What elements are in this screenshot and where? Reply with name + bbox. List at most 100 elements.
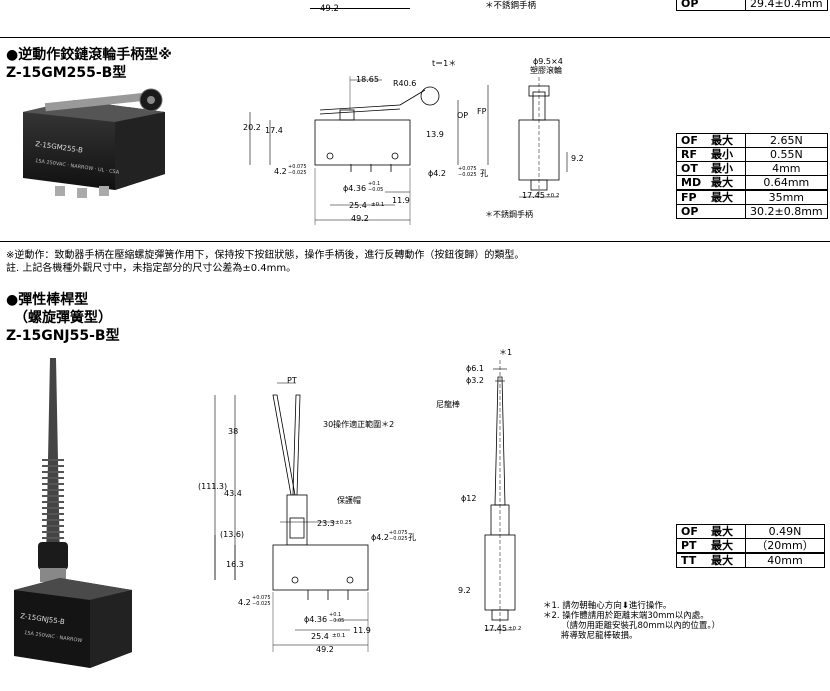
spec2-k0: OF: [676, 524, 707, 539]
spec2-v1: （20mm）: [745, 538, 825, 554]
d2-111-3: (111.3): [198, 482, 228, 491]
divider-top: [0, 37, 830, 38]
d2-hole-l-up: +0.075: [252, 595, 271, 601]
divider-mid: [0, 241, 830, 242]
d2-hole-suffix: 孔: [408, 533, 416, 542]
spec1-q3: 最大: [707, 175, 746, 191]
d2-hole: ϕ4.2: [371, 533, 389, 542]
d1-r40-6: R40.6: [393, 79, 417, 88]
spec1-q0: 最大: [707, 133, 746, 148]
d2-hole-up: +0.075: [389, 530, 408, 536]
d2-23-3: 23.3: [317, 519, 335, 528]
d1-roller-mat: 塑膠滾輪: [530, 66, 562, 75]
footnote-4: 將導致尼龍棒破損。: [561, 631, 638, 641]
spec2-q2: 最大: [707, 552, 746, 568]
d2-13-6: (13.6): [220, 530, 245, 539]
d1-49-2: 49.2: [351, 214, 369, 223]
product-photo-z15gm255: Z-15GM255-B 15A 250VAC · NARROW · UL · C…: [23, 88, 165, 198]
d2-4-36-up: +0.1: [329, 612, 342, 618]
spec1-v1: 0.55N: [745, 147, 828, 162]
spec2-v0: 0.49N: [745, 524, 825, 539]
d1-t: t＝1＊: [432, 59, 457, 68]
spec1-k2: OT: [676, 161, 707, 176]
section1-model: Z-15GM255-B型: [6, 65, 127, 81]
spec1-q2: 最小: [707, 161, 746, 176]
dimension-drawing-side-1: [518, 77, 568, 198]
top-op-label: OP: [676, 0, 707, 11]
spec1-k5: OP: [676, 204, 707, 219]
d2-23-3-tol: ±0.25: [335, 520, 352, 526]
d1-hole-up: +0.075: [288, 164, 307, 170]
d2-6-1: ϕ6.1: [466, 364, 484, 373]
d2-16-3: 16.3: [226, 560, 244, 569]
section2-title: ●彈性棒桿型: [6, 292, 89, 308]
top-note: ＊不銹鋼手柄: [485, 1, 537, 11]
spec2-k2: TT: [676, 552, 707, 568]
d2-pt: PT: [287, 376, 297, 385]
d1-4-36-dn: −0.05: [368, 187, 384, 193]
spec1-k3: MD: [676, 175, 707, 191]
d2-38: 38: [228, 427, 239, 436]
spec1-q1: 最小: [707, 147, 746, 162]
d2-11-9: 11.9: [353, 626, 371, 635]
d2-12: ϕ12: [461, 494, 477, 503]
d2-cap: 保護帽: [337, 496, 361, 505]
d2-43-4: 43.4: [224, 489, 242, 498]
d1-18-65: 18.65: [356, 75, 379, 84]
d1-17-45-tol: ±0.2: [546, 193, 560, 199]
d1-17-4: 17.4: [265, 126, 283, 135]
d2-3-2: ϕ3.2: [466, 376, 484, 385]
d1-hole-right-suffix: 孔: [480, 169, 488, 178]
d1-hole: 4.2: [274, 167, 287, 176]
d1-hole-right-up: +0.075: [458, 166, 477, 172]
d2-17-45: 17.45: [484, 624, 507, 633]
d2-17-45-tol: ±0.2: [508, 626, 522, 632]
d1-25-4: 25.4: [349, 201, 367, 210]
d1-4-36-up: +0.1: [368, 181, 381, 187]
spec1-v4: 35mm: [745, 189, 828, 205]
d2-hole-l: 4.2: [238, 598, 251, 607]
d1-note: ＊不銹鋼手柄: [485, 210, 533, 219]
d2-range: 30操作適正範圍＊2: [323, 420, 395, 429]
d1-13-9: 13.9: [426, 130, 444, 139]
spec2-q0: 最大: [707, 524, 746, 539]
spec1-k1: RF: [676, 147, 707, 162]
d2-4-36-dn: −0.05: [329, 618, 345, 624]
spec1-v0: 2.65N: [745, 133, 828, 148]
spec2-q1: 最大: [707, 538, 746, 554]
top-spec-table: OP 29.4±0.4mm: [676, 0, 828, 11]
spec1-q4: 最大: [707, 189, 746, 205]
d2-hole-l-dn: −0.025: [252, 601, 271, 607]
section1-title: ●逆動作鉸鏈滾輪手柄型※: [6, 47, 172, 63]
d1-hole-dn: −0.025: [288, 170, 307, 176]
d1-11-9: 11.9: [392, 196, 410, 205]
d1-op: OP: [457, 111, 469, 120]
note-line-1: ※逆動作：致動器手柄在壓縮螺旋彈簧作用下，保持按下按鈕狀態，操作手柄後，進行反轉…: [6, 250, 525, 261]
spec2-v2: 40mm: [745, 552, 825, 568]
dimension-drawing-front-2: [214, 382, 369, 652]
spec1-v3: 0.64mm: [745, 175, 828, 191]
d1-4-36: ϕ4.36: [343, 184, 367, 193]
spec1-q5: [707, 204, 746, 219]
d2-25-4-tol: ±0.1: [332, 633, 346, 639]
spec2-k1: PT: [676, 538, 707, 554]
spec1-v2: 4mm: [745, 161, 828, 176]
dimension-drawing-front-1: [249, 76, 489, 225]
spec1-v5: 30.2±0.8mm: [745, 204, 828, 219]
footnote-3: （請勿用距離安裝孔80mm以內的位置。）: [561, 621, 721, 631]
d1-fp: FP: [477, 107, 487, 116]
top-op-value: 29.4±0.4mm: [745, 0, 828, 11]
section2-model: Z-15GNJ55-B型: [6, 328, 120, 344]
spec1-k0: OF: [676, 133, 707, 148]
d1-hole-right-dn: −0.025: [458, 172, 477, 178]
d2-49-2: 49.2: [316, 645, 334, 654]
note-line-2: 註. 上記各機種外觀尺寸中，未指定部分的尺寸公差為±0.4mm。: [6, 263, 297, 274]
d2-star1: ＊1: [499, 348, 513, 357]
d2-25-4: 25.4: [311, 632, 329, 641]
d2-hole-dn: −0.025: [389, 536, 408, 542]
d2-4-36: ϕ4.36: [304, 615, 328, 624]
spec1-k4: FP: [676, 189, 707, 205]
product-photo-z15gnj55: Z-15GNJ55-B 15A 250VAC · NARROW: [14, 358, 132, 668]
